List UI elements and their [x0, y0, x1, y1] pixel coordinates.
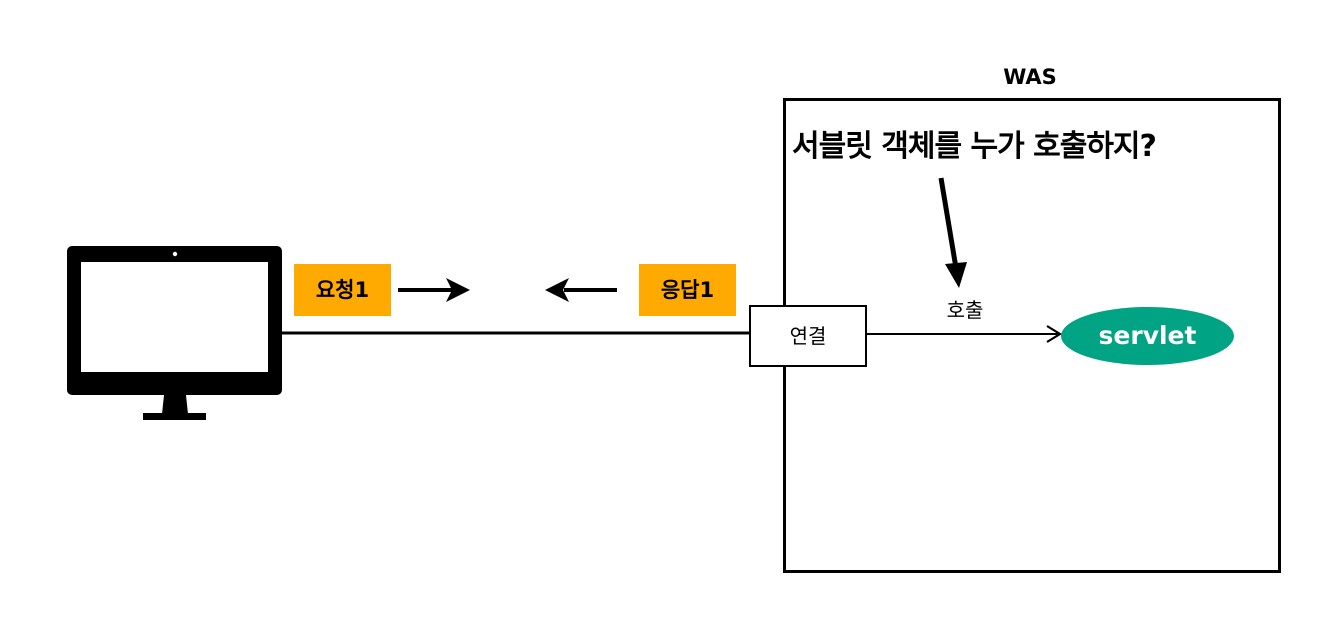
- call-arrow: [865, 325, 1063, 343]
- request-arrow: [398, 278, 470, 302]
- servlet-node: servlet: [1061, 307, 1234, 365]
- was-title: WAS: [1003, 65, 1057, 89]
- response-arrow: [545, 278, 617, 302]
- question-pointer-arrow: [938, 177, 967, 288]
- connection-box: 연결: [749, 305, 867, 367]
- call-label: 호출: [946, 298, 984, 322]
- desktop-monitor-icon: [67, 246, 282, 420]
- response-tag: 응답1: [639, 264, 736, 316]
- request-tag: 요청1: [294, 264, 391, 316]
- question-text: 서블릿 객체를 누가 호출하지?: [792, 129, 1157, 164]
